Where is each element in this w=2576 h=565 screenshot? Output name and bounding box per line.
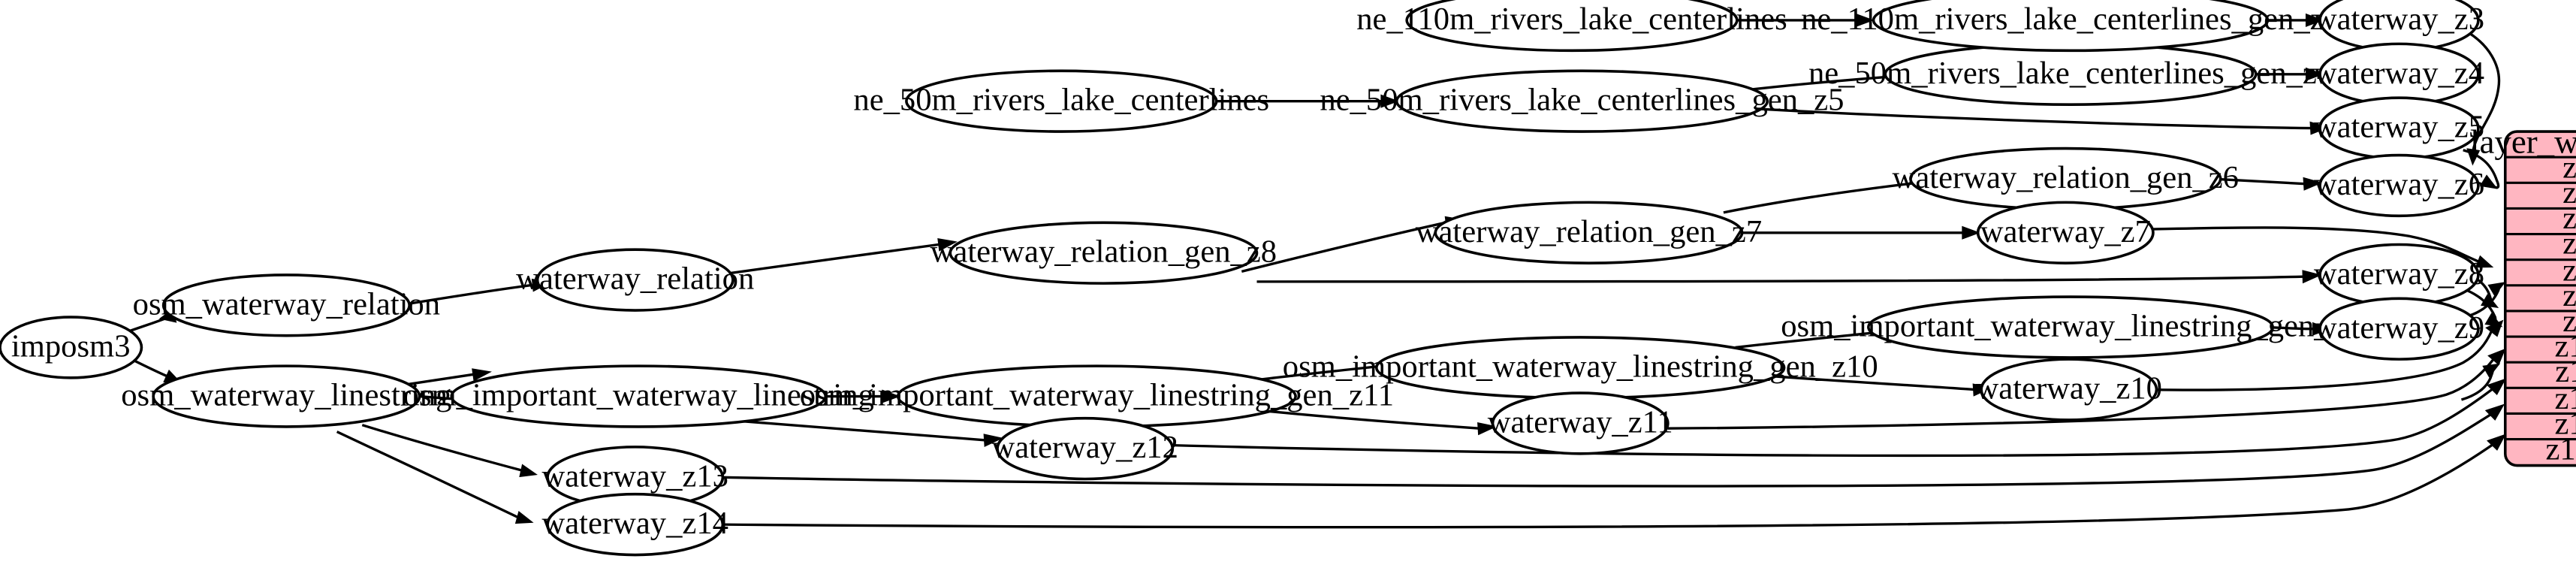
table-background (2503, 130, 2576, 467)
node-waterway-z14[interactable]: waterway_z14 (541, 492, 728, 557)
edge-waterway-z9-to-table-z9 (2464, 282, 2506, 319)
node-ne-50m-rivers-lake-centerlines[interactable]: ne_50m_rivers_lake_centerlines (853, 69, 1269, 133)
node-waterway-relation[interactable]: waterway_relation (516, 248, 754, 312)
edge-osm-important-to-gen-z11 (825, 389, 900, 403)
edge-gen-z10-to-waterway-z10 (1747, 373, 1993, 397)
node-waterway-z4[interactable]: waterway_z4 (2314, 42, 2484, 106)
edge-osm-waterway-linestring-to-osm-important (406, 368, 492, 386)
node-waterway-z6[interactable]: waterway_z6 (2314, 153, 2484, 218)
edge-ne50m-to-gen-z5 (1216, 94, 1399, 108)
edge-waterway-z13-to-table-z13 (722, 403, 2505, 488)
edge-waterway-z11-to-table-z11 (1667, 348, 2506, 430)
edge-waterway-z7-to-table-z7 (2144, 226, 2494, 268)
edge-gen-z7-to-waterway-z7 (1742, 225, 1980, 240)
edge-gen-z6-to-waterway-z6 (2210, 177, 2323, 191)
node-ne-110m-rivers-lake-centerlines-gen-z3[interactable]: ne_110m_rivers_lake_centerlines_gen_z3 (1801, 0, 2340, 53)
node-waterway-relation-gen-z6[interactable]: waterway_relation_gen_z6 (1893, 147, 2239, 211)
nodes-layer: imposm3 osm_waterway_relation osm_waterw… (0, 0, 2484, 557)
node-imposm3[interactable]: imposm3 (0, 316, 143, 379)
edge-waterway-z10-to-table-z10 (2146, 319, 2504, 391)
edge-gen-z8-to-gen-z7 (1241, 216, 1465, 273)
node-waterway-relation-gen-z7[interactable]: waterway_relation_gen_z7 (1416, 201, 1762, 264)
edge-ne50m-gen-z5-to-waterway-z5 (1742, 106, 2330, 135)
node-waterway-z9[interactable]: waterway_z9 (2314, 297, 2484, 361)
edge-waterway-z6-to-table-z6 (2460, 363, 2501, 401)
edge-waterway-z12-to-table-z12 (1172, 378, 2507, 458)
node-waterway-relation-gen-z8[interactable]: waterway_relation_gen_z8 (931, 221, 1277, 285)
edge-waterway-z4-to-table-z4 (2463, 149, 2500, 189)
layer-waterway-table[interactable]: layer_waterway z3 z4 z5 z6 z7 z8 z9 z10 … (2470, 122, 2576, 467)
edge-osm-waterway-relation-to-waterway-relation (409, 278, 552, 305)
edge-ne110m-gen-z3-to-waterway-z3 (2267, 13, 2324, 27)
edge-gen-z7-to-gen-z6 (1723, 176, 1941, 214)
edge-osm-waterway-linestring-to-waterway-z13 (361, 424, 538, 478)
node-ne-50m-rivers-lake-centerlines-gen-z4[interactable]: ne_50m_rivers_lake_centerlines_gen_z4 (1808, 42, 2333, 106)
edge-gen-z8-to-waterway-z8 (1256, 270, 2322, 284)
edge-waterway-z14-to-table-z14 (722, 434, 2506, 529)
node-waterway-z7[interactable]: waterway_z7 (1976, 201, 2155, 264)
node-waterway-z11[interactable]: waterway_z11 (1488, 391, 1673, 455)
node-ne-50m-rivers-lake-centerlines-gen-z5[interactable]: ne_50m_rivers_lake_centerlines_gen_z5 (1320, 69, 1845, 133)
node-ne-110m-rivers-lake-centerlines[interactable]: ne_110m_rivers_lake_centerlines (1356, 0, 1787, 53)
edge-ne110m-to-gen-z3 (1735, 13, 1875, 27)
edge-osm-waterway-linestring-to-waterway-z14 (336, 431, 534, 524)
node-waterway-z12[interactable]: waterway_z12 (991, 416, 1178, 481)
node-osm-important-waterway-linestring-gen-z9[interactable]: osm_important_waterway_linestring_gen_z9 (1781, 295, 2360, 359)
node-waterway-z8[interactable]: waterway_z8 (2314, 243, 2484, 307)
node-osm-waterway-relation[interactable]: osm_waterway_relation (133, 273, 440, 337)
node-waterway-z5[interactable]: waterway_z5 (2314, 96, 2484, 160)
edge-gen-z11-to-waterway-z11 (1253, 408, 1498, 436)
edge-waterway-relation-to-gen-z8 (729, 237, 958, 275)
node-waterway-z10[interactable]: waterway_z10 (1976, 358, 2162, 421)
